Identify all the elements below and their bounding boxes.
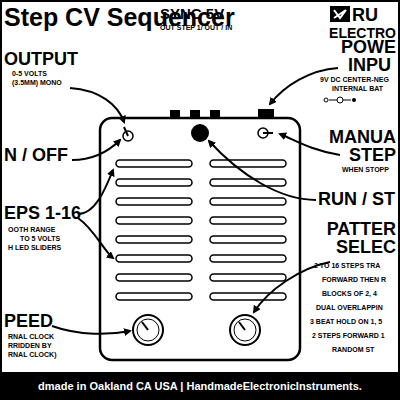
- heading-label: PATTER: [327, 220, 396, 239]
- heading-label: SELEC: [336, 238, 396, 257]
- note-label: INTERNAL BAT: [332, 85, 383, 92]
- heading-label: INPU: [348, 56, 391, 75]
- slider-slot: [210, 198, 286, 205]
- slider-slot: [210, 217, 286, 224]
- note-label: RANDOM ST: [332, 346, 374, 353]
- slider-slot: [210, 179, 286, 186]
- note-label: DUAL OVERLAPPIN: [316, 304, 383, 311]
- slider-slot: [116, 179, 192, 186]
- note-label: 2 STEPS FORWARD 1: [312, 332, 385, 339]
- note-label: 9V DC CENTER-NEG: [320, 76, 389, 83]
- heading-label: POWE: [341, 38, 396, 57]
- note-label: 0-5 VOLTS: [12, 70, 47, 77]
- note-label: FORWARD THEN R: [322, 276, 386, 283]
- note-label: OUT STEP 1/ OUT / IN: [160, 24, 232, 31]
- note-label: 3 BEAT HOLD ON 1, 5: [310, 318, 382, 325]
- slider-slot: [116, 160, 192, 167]
- slider-slot: [116, 255, 192, 262]
- heading-label: EPS 1-16: [4, 204, 81, 223]
- heading-label: OUTPUT: [4, 50, 78, 69]
- slider-slot: [116, 274, 192, 281]
- slider-slot: [210, 255, 286, 262]
- footer-text: dmade in Oakland CA USA | HandmadeElectr…: [38, 380, 362, 392]
- note-label: RRIDDEN BY: [8, 342, 52, 349]
- note-label: H LED SLIDERS: [8, 244, 61, 251]
- note-label: OOTH RANGE: [8, 226, 55, 233]
- slider-slot: [116, 293, 192, 300]
- heading-label: MANUA: [329, 128, 396, 147]
- slider-slot: [210, 293, 286, 300]
- note-label: 2 TO 16 STEPS TRA: [314, 262, 380, 269]
- slider-slot: [116, 198, 192, 205]
- logo-text: RU: [352, 6, 378, 25]
- slider-slot: [210, 236, 286, 243]
- note-label: BLOCKS OF 2, 4: [322, 290, 377, 297]
- note-label: WHEN STOPP: [342, 166, 389, 173]
- slider-slot: [116, 217, 192, 224]
- note-label: RNAL CLOCK: [8, 333, 54, 340]
- note-label: (3.5MM) MONO: [12, 79, 62, 86]
- note-label: TO 5 VOLTS: [20, 235, 60, 242]
- heading-label: PEED: [4, 312, 53, 331]
- slider-slot: [210, 160, 286, 167]
- slider-slot: [210, 274, 286, 281]
- slider-slot: [116, 236, 192, 243]
- heading-label: SYNC 5V: [160, 6, 224, 22]
- footer-band: dmade in Oakland CA USA | HandmadeElectr…: [0, 372, 400, 400]
- heading-label: STEP: [349, 146, 396, 165]
- heading-label: N / OFF: [4, 146, 68, 165]
- note-label: RNAL CLOCK): [8, 351, 56, 358]
- heading-label: RUN / ST: [318, 190, 395, 209]
